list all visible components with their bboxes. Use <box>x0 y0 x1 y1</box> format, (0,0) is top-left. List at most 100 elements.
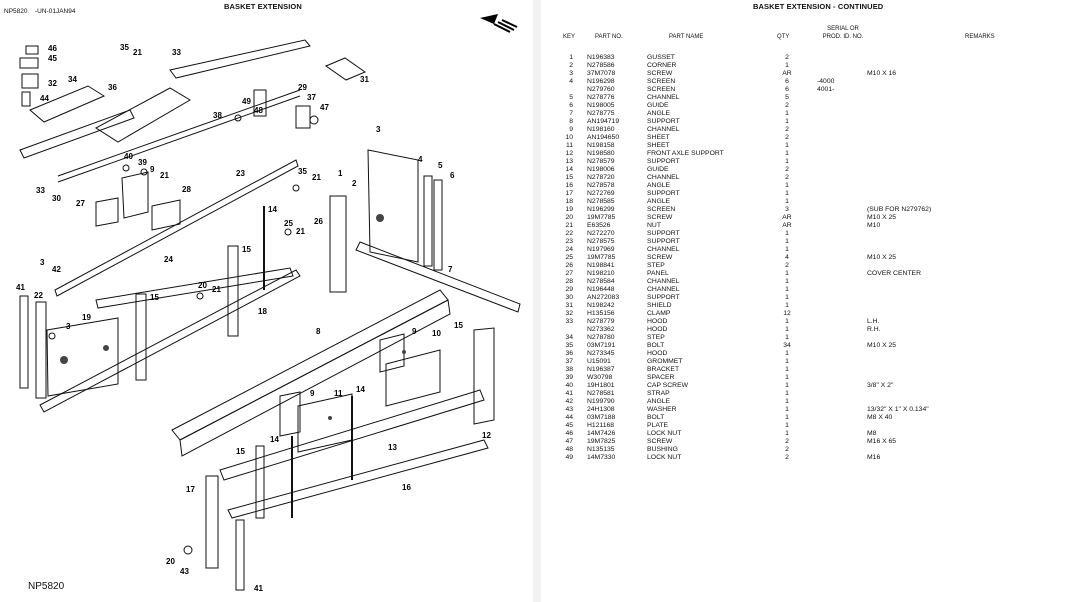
svg-text:14: 14 <box>268 205 277 214</box>
svg-text:21: 21 <box>212 285 221 294</box>
cell-pn: 03M7188 <box>587 414 616 421</box>
cell-name: SHEET <box>647 142 670 149</box>
cell-remarks: 3/8" X 2" <box>867 382 894 389</box>
part-spacer-39 <box>140 168 148 176</box>
part-strap-41b <box>235 519 245 591</box>
cell-key: 28 <box>565 278 573 285</box>
cell-pn: 03M7191 <box>587 342 616 349</box>
part-channel-5 <box>423 175 433 267</box>
part-clamp-32 <box>21 73 39 89</box>
svg-text:9: 9 <box>150 165 155 174</box>
cell-pn: N278586 <box>587 62 615 69</box>
cell-name: LOCK NUT <box>647 454 682 461</box>
part-corner-2 <box>329 195 347 293</box>
svg-text:15: 15 <box>454 321 463 330</box>
part-angle-16 <box>227 439 489 519</box>
cell-key: 10 <box>565 134 573 141</box>
svg-text:35: 35 <box>120 43 129 52</box>
cell-qty: 1 <box>785 198 789 205</box>
cell-key: 7 <box>569 110 573 117</box>
cell-qty: AR <box>782 222 792 229</box>
svg-text:41: 41 <box>16 283 25 292</box>
cell-pn: N198242 <box>587 302 615 309</box>
svg-text:42: 42 <box>52 265 61 274</box>
header-part-no: PART NO. <box>595 34 623 40</box>
cell-key: 31 <box>565 302 573 309</box>
page-title: BASKET EXTENSION <box>224 2 302 11</box>
cell-qty: 1 <box>785 382 789 389</box>
svg-text:17: 17 <box>186 485 195 494</box>
cell-key: 39 <box>565 374 573 381</box>
cell-key: 8 <box>569 118 573 125</box>
svg-text:21: 21 <box>160 171 169 180</box>
cell-name: SCREEN <box>647 78 676 85</box>
svg-text:18: 18 <box>258 307 267 316</box>
cell-pn: N278575 <box>587 238 615 245</box>
svg-text:9: 9 <box>310 389 315 398</box>
cell-name: SCREW <box>647 214 673 221</box>
cell-qty: 1 <box>785 246 789 253</box>
svg-text:16: 16 <box>402 483 411 492</box>
part-channel-15c <box>255 445 265 519</box>
cell-pn: N135135 <box>587 446 615 453</box>
cell-qty: 1 <box>785 366 789 373</box>
figure-code-bottom: NP5820 <box>28 581 65 592</box>
cell-name: BUSHING <box>647 446 678 453</box>
cell-name: BOLT <box>647 342 665 349</box>
cell-remarks: R.H. <box>867 326 881 333</box>
cell-name: WASHER <box>647 406 677 413</box>
cell-qty: 1 <box>785 398 789 405</box>
cell-pn: N198158 <box>587 142 615 149</box>
header-serial-line2: PROD. ID. NO. <box>822 33 864 40</box>
cell-key: 26 <box>565 262 573 269</box>
header-remarks: REMARKS <box>965 34 995 40</box>
cell-name: GROMMET <box>647 358 683 365</box>
cell-qty: 2 <box>785 446 789 453</box>
part-support-30 <box>19 109 135 159</box>
svg-text:7: 7 <box>448 265 453 274</box>
cell-name: NUT <box>647 222 661 229</box>
header-part-name: PART NAME <box>669 34 704 40</box>
cell-name: SPACER <box>647 374 675 381</box>
cell-key: 23 <box>565 238 573 245</box>
part-shield-31 <box>324 57 367 81</box>
part-channel-9b <box>279 391 301 437</box>
part-guide-6 <box>433 179 443 271</box>
cell-qty: 2 <box>785 438 789 445</box>
cell-pn: 14M7426 <box>587 430 616 437</box>
svg-text:4: 4 <box>418 155 423 164</box>
part-plate-45 <box>19 57 39 69</box>
cell-qty: AR <box>782 70 792 77</box>
cell-key: 16 <box>565 182 573 189</box>
svg-text:34: 34 <box>68 75 77 84</box>
part-channel-9 <box>379 333 405 373</box>
part-step-34 <box>29 85 106 123</box>
cell-qty: 2 <box>785 54 789 61</box>
cell-pn: H135156 <box>587 310 615 317</box>
part-bushing <box>295 105 311 129</box>
cell-key: 17 <box>565 190 573 197</box>
cell-qty: 1 <box>785 62 789 69</box>
cell-key: 44 <box>565 414 573 421</box>
cell-key: 12 <box>565 150 573 157</box>
cell-name: SCREW <box>647 70 673 77</box>
cell-pn: AN194719 <box>587 118 620 125</box>
cell-qty: 1 <box>785 422 789 429</box>
cell-remarks: M10 X 25 <box>867 342 897 349</box>
svg-text:8: 8 <box>316 327 321 336</box>
cell-name: ANGLE <box>647 110 671 117</box>
cell-pn: 14M7330 <box>587 454 616 461</box>
cell-pn: N278578 <box>587 182 615 189</box>
cell-pn: N278579 <box>587 158 615 165</box>
